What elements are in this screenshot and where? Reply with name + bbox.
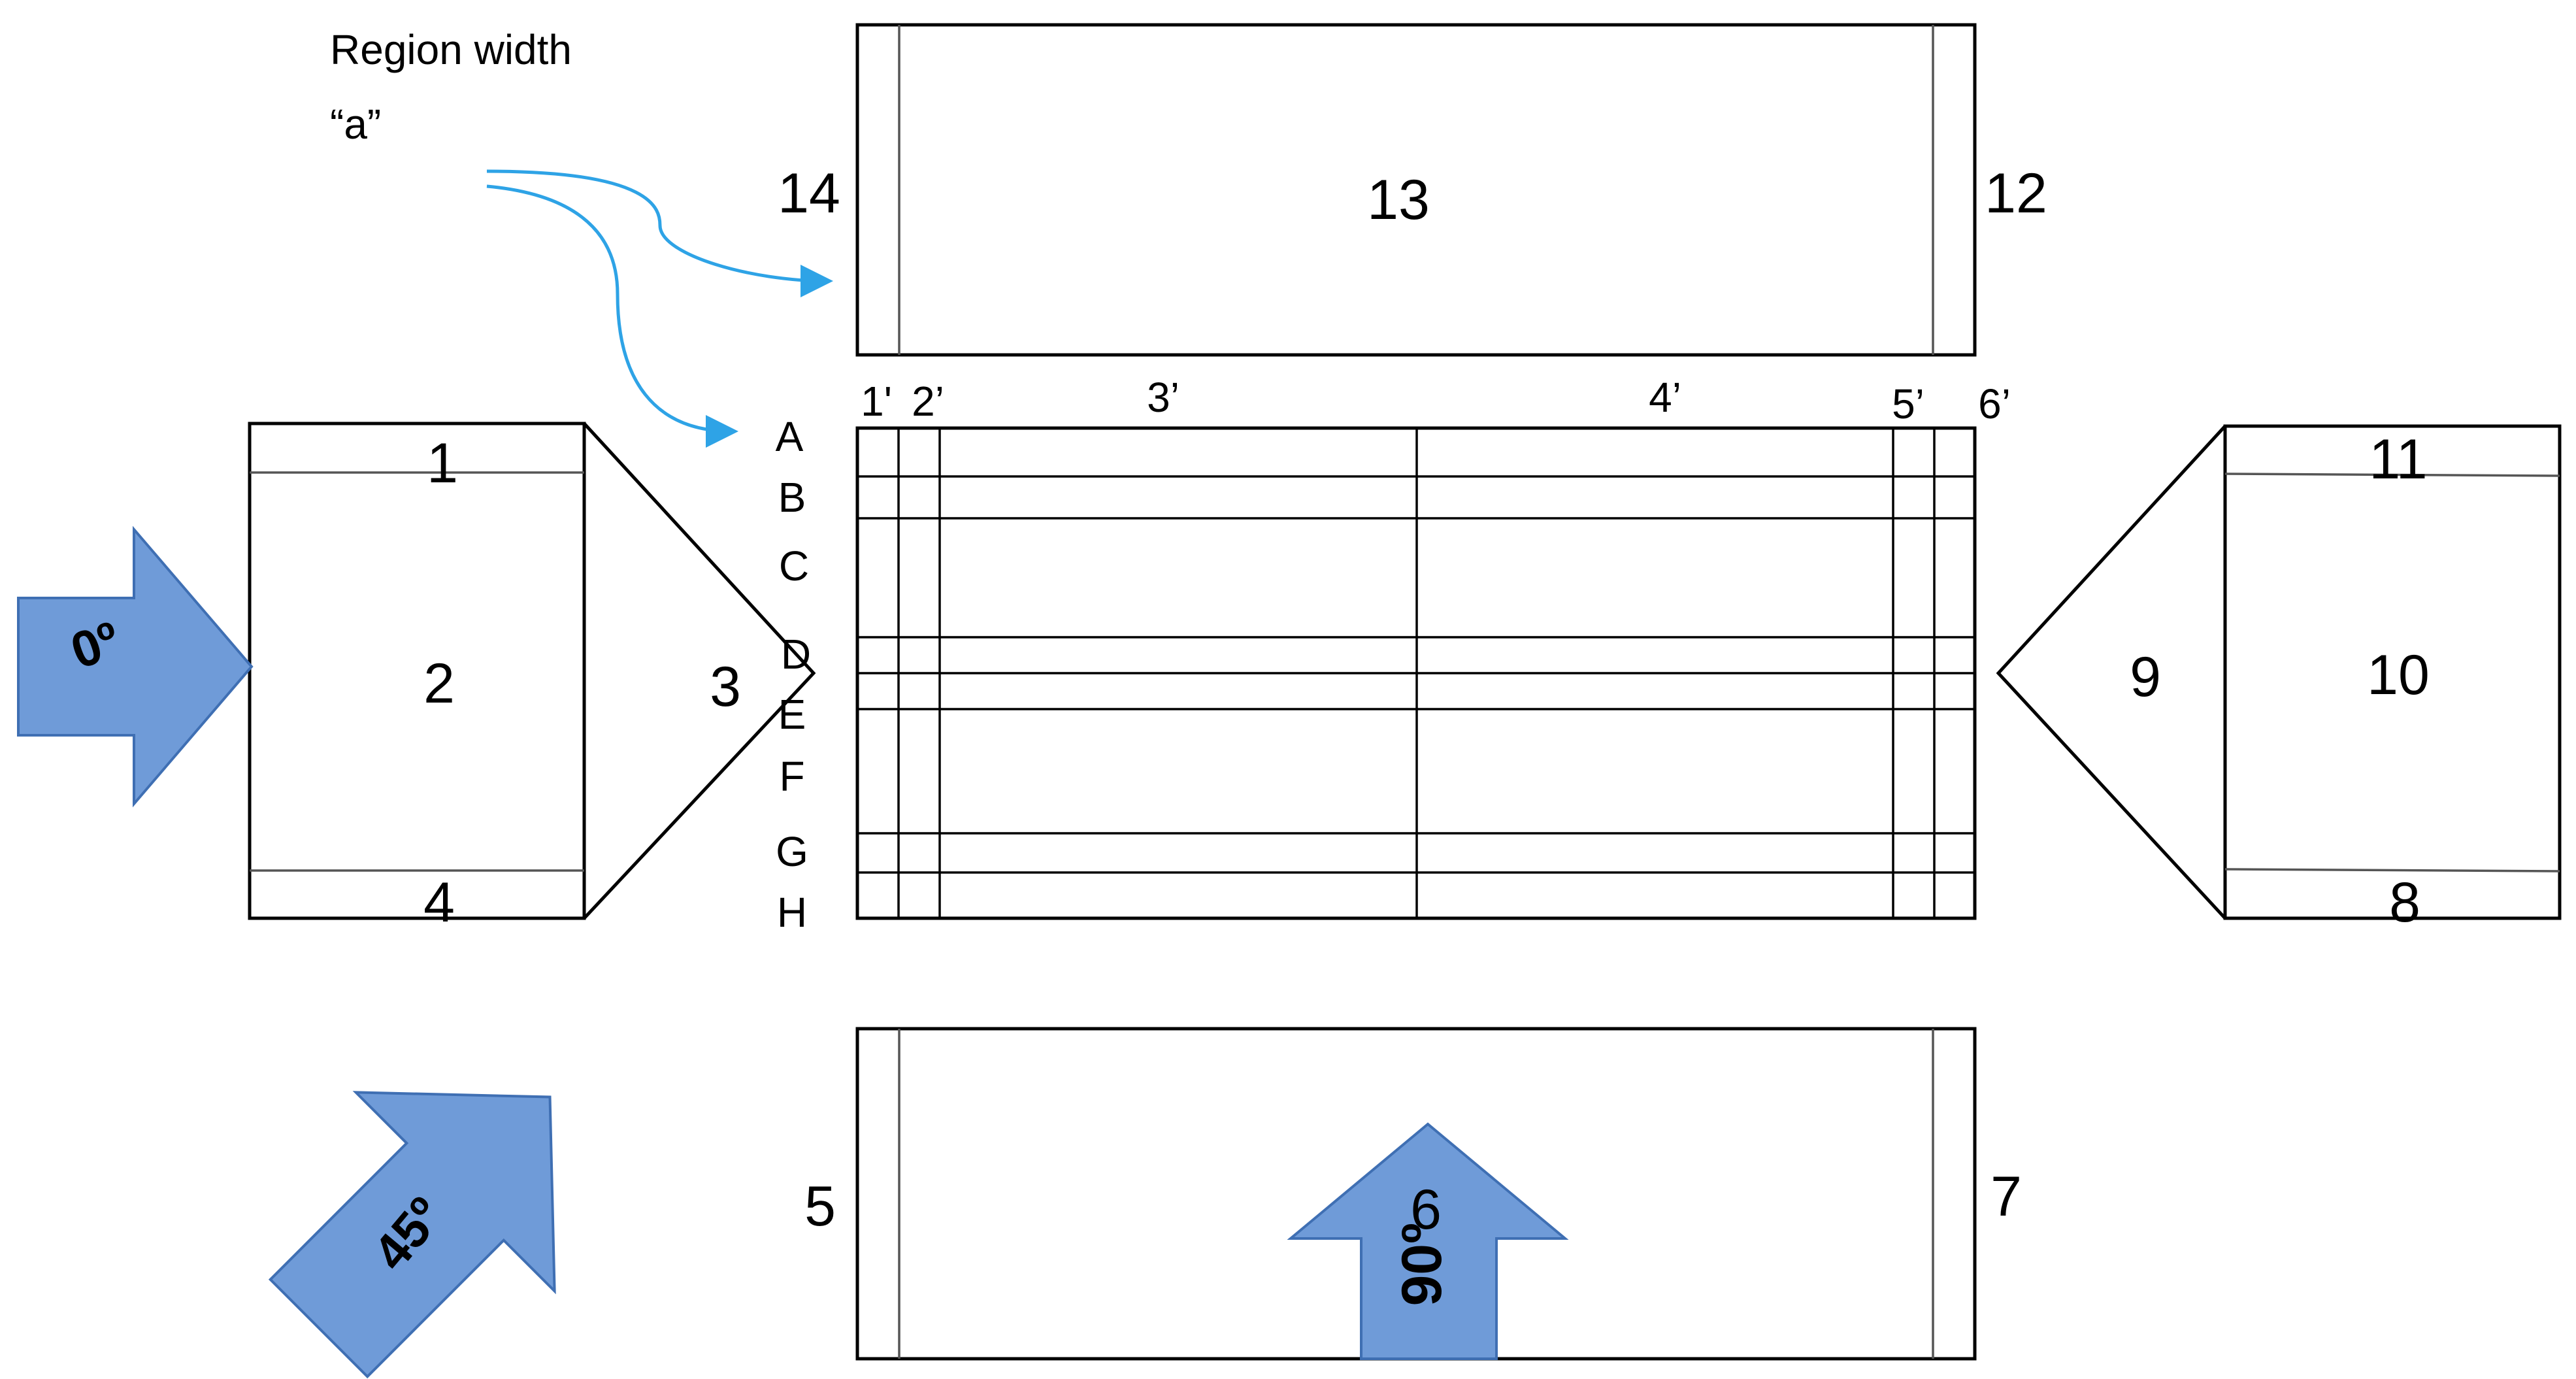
row-label-E: E [778,691,806,738]
region-label-10: 10 [2367,644,2430,706]
region-label-13: 13 [1367,169,1430,231]
annotation-line-2: “a” [330,101,381,148]
row-label-H: H [777,889,807,936]
region-label-5: 5 [804,1175,836,1238]
row-label-D: D [781,631,811,678]
right-wall [1996,424,2562,920]
region-label-11: 11 [2369,428,2427,491]
region-label-1: 1 [427,432,458,495]
top-roof-panel [855,23,1977,357]
row-label-B: B [778,474,806,521]
column-label-5: 5’ [1892,380,1924,427]
wind-label-90: 90º [1391,1223,1453,1306]
annotation-line-1: Region width [330,26,572,73]
column-label-1: 1' [861,378,892,425]
wind-arrow-0 [17,525,254,808]
region-label-9: 9 [2130,646,2161,708]
region-label-8: 8 [2389,871,2420,934]
region-label-3: 3 [710,656,741,718]
wind-arrow-90 [1287,1122,1569,1360]
region-label-7: 7 [1990,1165,2022,1228]
region-label-2: 2 [423,652,455,715]
column-label-2: 2’ [912,378,944,425]
region-label-6: 6 [1410,1178,1442,1241]
row-label-A: A [776,413,804,460]
column-label-3: 3’ [1147,374,1180,421]
row-label-G: G [776,828,808,875]
region-label-12: 12 [1985,162,2047,225]
row-label-C: C [779,542,809,590]
region-label-14: 14 [778,162,840,225]
region-label-4: 4 [423,871,455,934]
region-width-arrows [486,169,833,448]
column-label-6: 6’ [1978,380,2011,427]
column-label-4: 4’ [1649,374,1681,421]
wind-arrow-45 [268,1091,556,1379]
central-grid [855,426,1977,920]
row-label-F: F [779,753,804,800]
